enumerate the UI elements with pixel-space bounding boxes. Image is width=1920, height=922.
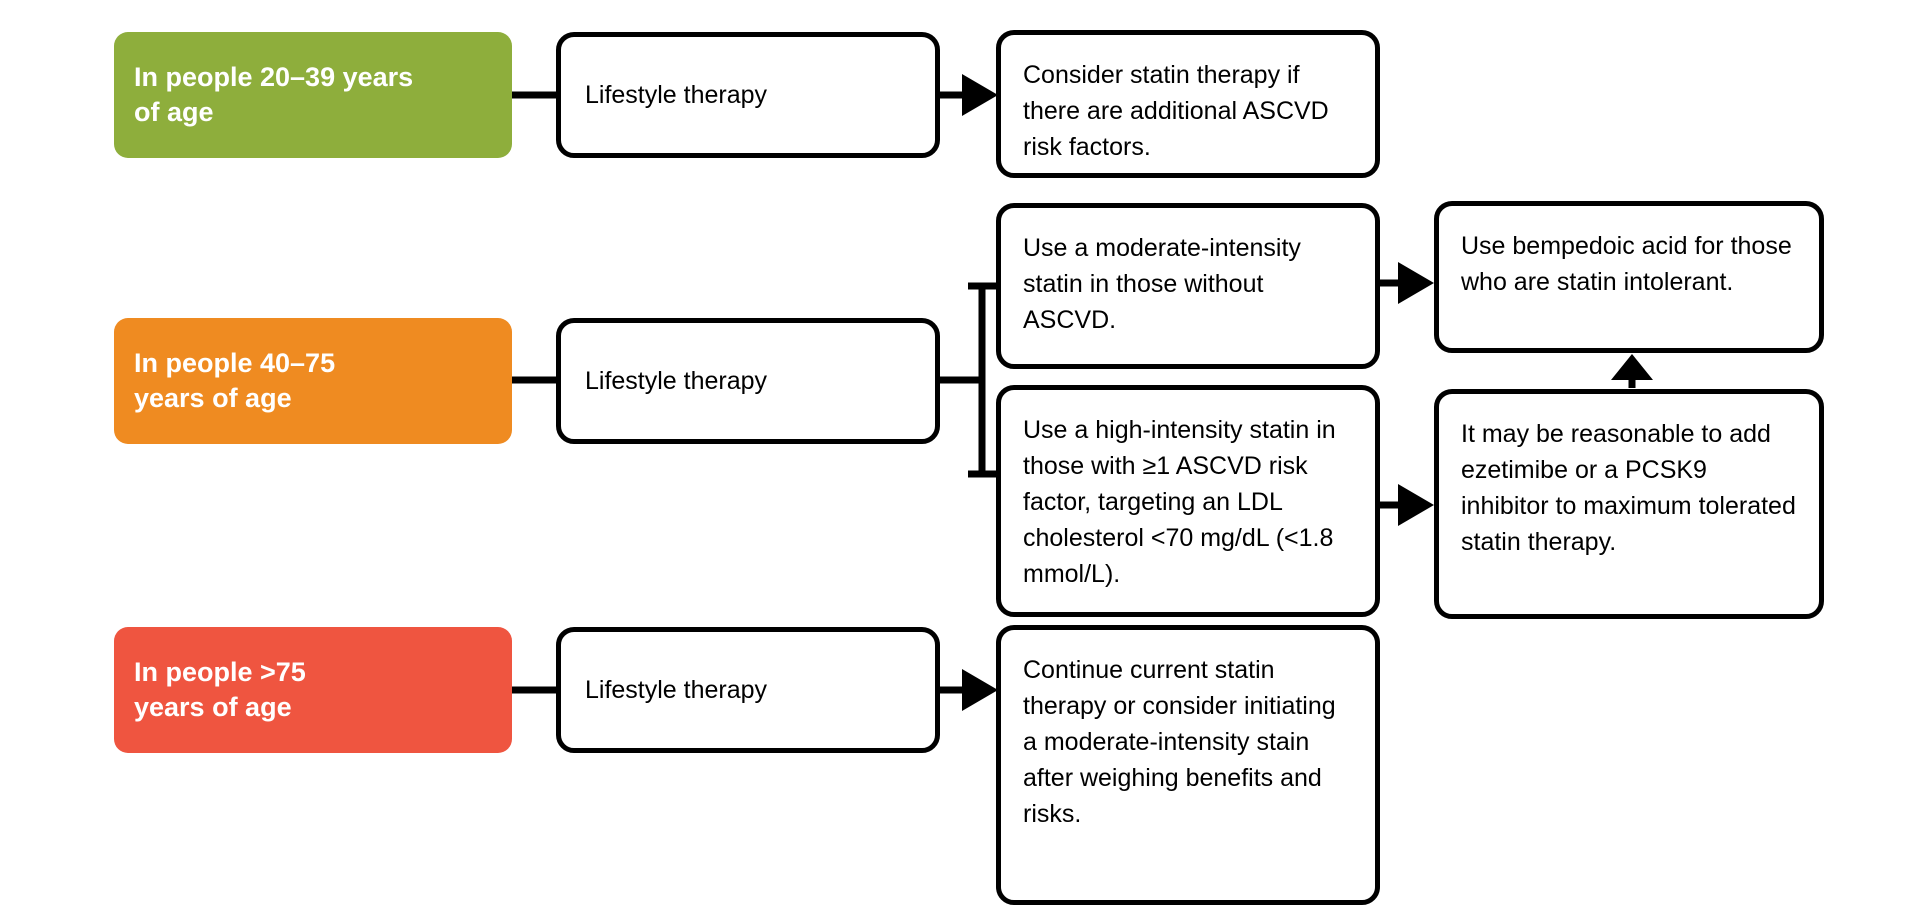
outcome-text: Consider statin therapy if there are add… [1023, 61, 1329, 161]
age-group-box-over-75[interactable]: In people >75 years of age [114, 627, 512, 753]
connector-high-to-ezetimibe [1380, 484, 1434, 526]
outcome-box-high-intensity-statin[interactable]: Use a high-intensity statin in those wit… [996, 385, 1380, 617]
outcome-text: Use a high-intensity statin in those wit… [1023, 416, 1336, 588]
connector-moderate-to-bempedoic [1380, 262, 1434, 304]
therapy-box-40-75[interactable]: Lifestyle therapy [556, 318, 940, 444]
followup-text: It may be reasonable to add ezetimibe or… [1461, 420, 1796, 556]
outcome-text: Use a moderate-intensity statin in those… [1023, 234, 1301, 334]
connector-therapy1-to-outcome [940, 74, 998, 116]
age-group-box-20-39[interactable]: In people 20–39 years of age [114, 32, 512, 158]
connector-ezetimibe-to-bempedoic [1611, 354, 1653, 388]
connector-therapy2-bracket [940, 282, 996, 478]
outcome-box-20-39-statin-consideration[interactable]: Consider statin therapy if there are add… [996, 30, 1380, 178]
followup-box-bempedoic-acid[interactable]: Use bempedoic acid for those who are sta… [1434, 201, 1824, 353]
outcome-box-over-75-continue-statin[interactable]: Continue current statin therapy or consi… [996, 625, 1380, 905]
outcome-text: Continue current statin therapy or consi… [1023, 656, 1336, 828]
outcome-box-moderate-intensity-statin[interactable]: Use a moderate-intensity statin in those… [996, 203, 1380, 369]
connector-therapy3-to-outcome [940, 669, 998, 711]
therapy-box-over-75[interactable]: Lifestyle therapy [556, 627, 940, 753]
age-group-box-40-75[interactable]: In people 40–75 years of age [114, 318, 512, 444]
therapy-box-20-39[interactable]: Lifestyle therapy [556, 32, 940, 158]
followup-text: Use bempedoic acid for those who are sta… [1461, 232, 1792, 296]
followup-box-ezetimibe-pcsk9[interactable]: It may be reasonable to add ezetimibe or… [1434, 389, 1824, 619]
